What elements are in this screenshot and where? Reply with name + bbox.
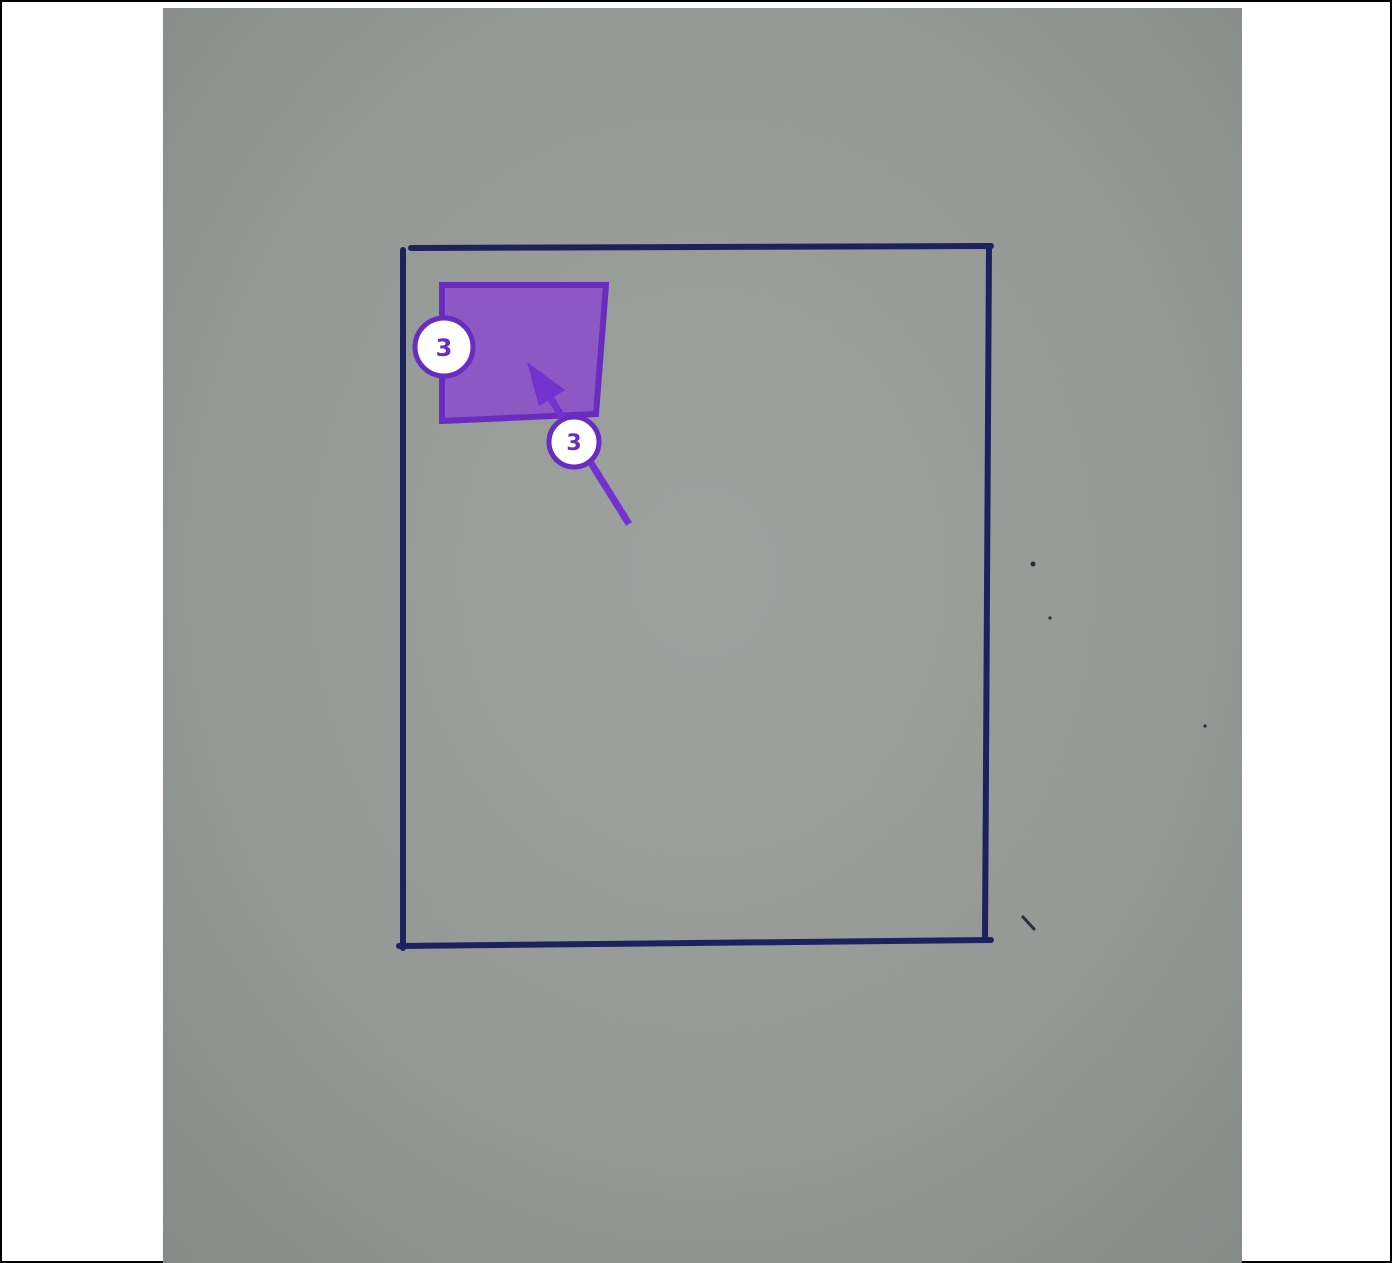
- callout-badge-label: 3: [436, 334, 453, 362]
- callout-badge-label: 3: [566, 431, 581, 456]
- rectangle-top-edge: [411, 246, 991, 248]
- stray-mark: [1031, 562, 1036, 567]
- stray-mark: [1203, 724, 1206, 727]
- callout-badge-arrow: 3: [549, 417, 599, 467]
- stray-mark: [1048, 616, 1051, 619]
- paper-background: [163, 8, 1242, 1263]
- paper-photo: 3 3: [163, 8, 1242, 1263]
- callout-badge-region: 3: [415, 318, 473, 376]
- rectangle-right-edge: [985, 246, 989, 940]
